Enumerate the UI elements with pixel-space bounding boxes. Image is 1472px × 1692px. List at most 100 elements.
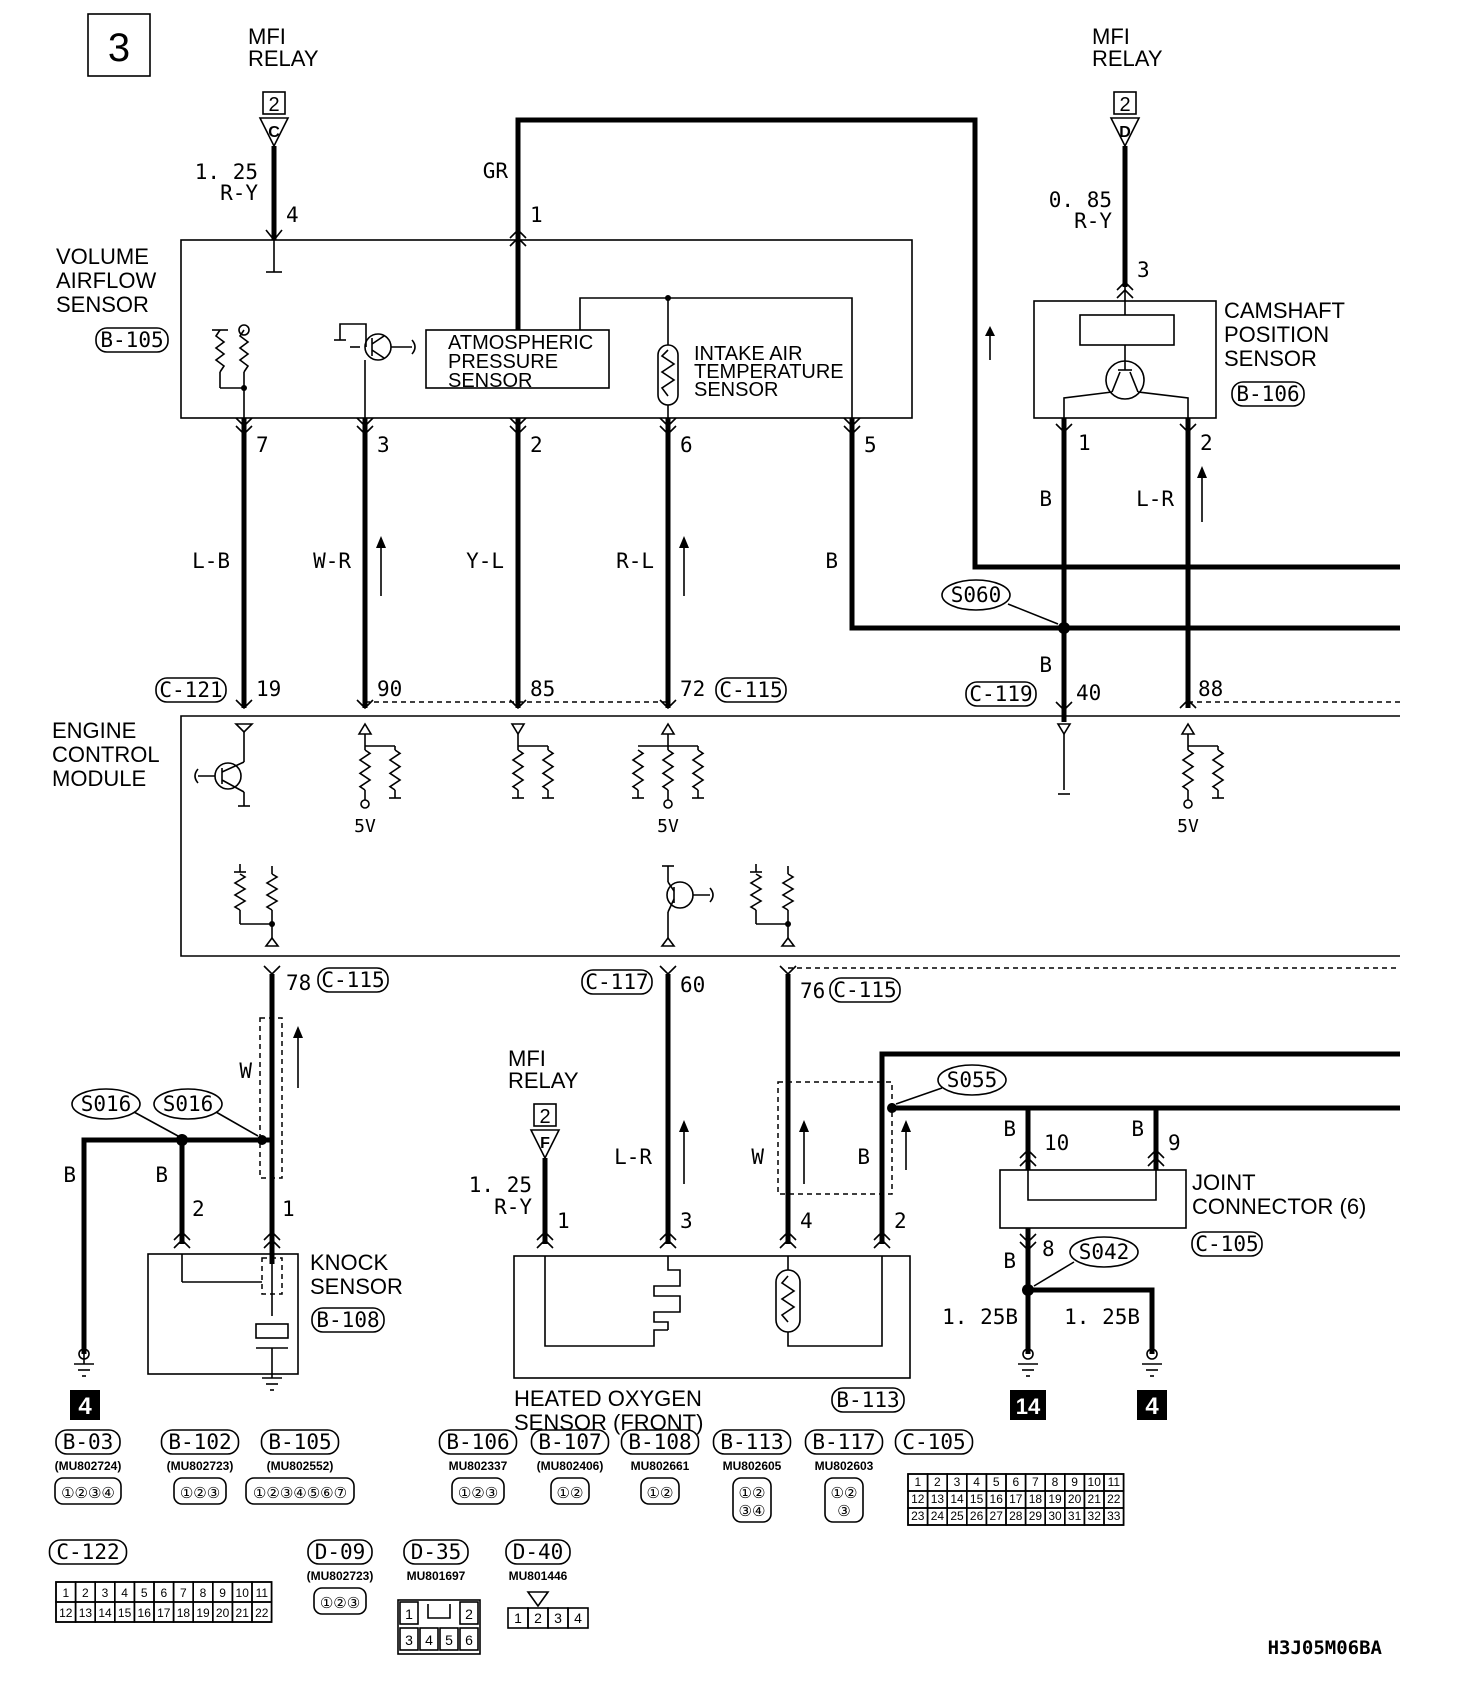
pin-number: 17 — [157, 1606, 171, 1620]
ho2s-label-1: HEATED OXYGEN — [514, 1386, 702, 1411]
wire-color-1: R-Y — [220, 181, 258, 205]
connector-pins: ①② — [647, 1484, 674, 1502]
vas-wire-color-3: W-R — [313, 549, 351, 573]
joint-wire-b10: B — [1003, 1117, 1016, 1141]
pin-number: 15 — [118, 1606, 132, 1620]
pin-number: 3 — [554, 1610, 562, 1626]
vas-pin-3: 3 — [377, 433, 390, 457]
vas-pin-4: 4 — [286, 203, 299, 227]
knock-wire-b: B — [155, 1163, 168, 1187]
pin-number: 17 — [1009, 1492, 1023, 1506]
pin-number: 4 — [973, 1475, 980, 1489]
relay-terminal-num-2: 2 — [1119, 94, 1130, 116]
connector-ref: B-117 — [812, 1430, 875, 1454]
ho2s-wire-b: B — [857, 1145, 870, 1169]
knock-sensor-box — [147, 1253, 299, 1375]
vas-label-1: VOLUME — [56, 244, 149, 269]
ecm-connector-c117: C-117 — [585, 970, 648, 994]
pin-number: 4 — [574, 1610, 582, 1626]
cmp-label-3: SENSOR — [1224, 346, 1317, 371]
connector-b-105: B-105(MU802552)①②③④⑤⑥⑦ — [245, 1429, 355, 1505]
connector-part: MU802603 — [815, 1459, 874, 1473]
ecm-label-3: MODULE — [52, 766, 146, 791]
connector-ref: C-105 — [902, 1430, 965, 1454]
pin-number: 2 — [934, 1475, 941, 1489]
pin-number: 8 — [1052, 1475, 1059, 1489]
cmp-label-1: CAMSHAFT — [1224, 298, 1345, 323]
pin-number: 15 — [970, 1492, 984, 1506]
pin-number: 18 — [177, 1606, 191, 1620]
vas-label-3: SENSOR — [56, 292, 149, 317]
ecm-connector-c115-76: C-115 — [833, 978, 896, 1002]
splice-s042: S042 — [1079, 1240, 1130, 1264]
joint-label-2: CONNECTOR (6) — [1192, 1194, 1366, 1219]
ho2s-wire-w: W — [751, 1145, 764, 1169]
pin-number: 12 — [59, 1606, 73, 1620]
pin-number: 7 — [1032, 1475, 1039, 1489]
vas-pin-1: 1 — [530, 203, 543, 227]
pin-number: 28 — [1009, 1509, 1023, 1523]
connector-pins: ③④ — [739, 1502, 766, 1520]
connector-c-122: C-122 — [48, 1539, 128, 1565]
pin-number: 11 — [1108, 1475, 1121, 1489]
ecm-pin-60: 60 — [680, 973, 705, 997]
gr-wire-color: GR — [483, 159, 509, 183]
pin-number: 13 — [79, 1606, 93, 1620]
pin-number: 26 — [970, 1509, 984, 1523]
pin-number: 6 — [1012, 1475, 1019, 1489]
aps-label-2: PRESSURE — [448, 351, 558, 373]
connector-part: MU802661 — [631, 1459, 690, 1473]
knock-wire-w: W — [239, 1059, 252, 1083]
pin-number: 23 — [911, 1509, 925, 1523]
ho2s-pin-1: 1 — [557, 1209, 570, 1233]
pin-number: 11 — [256, 1586, 269, 1600]
ecm-connector-c115-78: C-115 — [321, 968, 384, 992]
connector-d-09: D-09(MU802723)①②③ — [307, 1539, 373, 1615]
connector-part: MU802605 — [723, 1459, 782, 1473]
volume-airflow-sensor-box — [180, 239, 913, 419]
pin-number: 7 — [180, 1586, 187, 1600]
pin-number: 8 — [200, 1586, 207, 1600]
cmp-pin-3: 3 — [1137, 258, 1150, 282]
vas-wire-color-6: R-L — [616, 549, 654, 573]
vas-ref-badge: B-105 — [100, 328, 163, 352]
connector-part: MU802337 — [449, 1459, 508, 1473]
joint-wire-b8: B — [1003, 1249, 1016, 1273]
pin-number: 3 — [102, 1586, 109, 1600]
pin-number: 1 — [62, 1586, 69, 1600]
pin-number: 32 — [1088, 1509, 1102, 1523]
cmp-wire-color-b-below: B — [1039, 653, 1052, 677]
ecm-pin-88: 88 — [1198, 677, 1223, 701]
connector-pins: ①②③ — [458, 1484, 498, 1502]
pin-number: 10 — [236, 1586, 250, 1600]
pin-number: 5 — [445, 1632, 453, 1648]
connector-ref: D-09 — [315, 1540, 366, 1564]
pin-number: 19 — [1048, 1492, 1062, 1506]
joint-pin-8: 8 — [1042, 1237, 1055, 1261]
pin-number: 33 — [1107, 1509, 1121, 1523]
pin-number: 10 — [1088, 1475, 1102, 1489]
ground-ref-14: 14 — [1016, 1394, 1041, 1419]
vas-pin-7: 7 — [256, 433, 269, 457]
connector-ref: B-113 — [720, 1430, 783, 1454]
cmp-pin-2: 2 — [1200, 431, 1213, 455]
vas-label-2: AIRFLOW — [56, 268, 156, 293]
pin-number: 4 — [425, 1632, 433, 1648]
splice-s060: S060 — [951, 583, 1002, 607]
pin-number: 22 — [255, 1606, 269, 1620]
pin-number: 6 — [160, 1586, 167, 1600]
vas-wire-color-7: L-B — [192, 549, 230, 573]
ecm-pin-76: 76 — [800, 979, 825, 1003]
pin-number: 5 — [141, 1586, 148, 1600]
aps-label-3: SENSOR — [448, 370, 532, 392]
pin-number: 14 — [950, 1492, 964, 1506]
joint-pin-9: 9 — [1168, 1131, 1181, 1155]
joint-ref-badge: C-105 — [1195, 1232, 1258, 1256]
pin-number: 21 — [236, 1606, 250, 1620]
connector-pins: ①② — [739, 1484, 766, 1502]
